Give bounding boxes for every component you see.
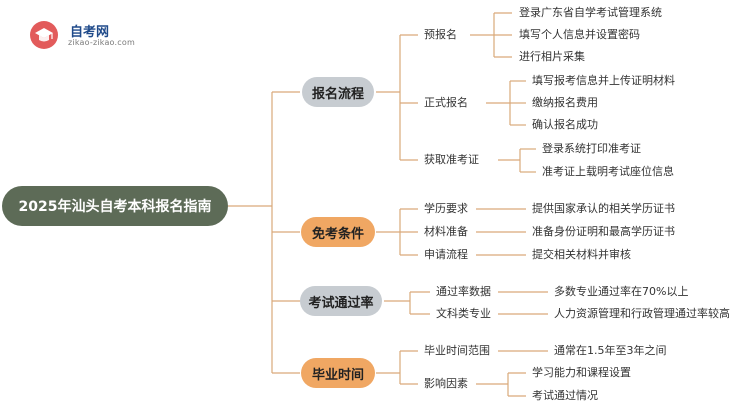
branch-exemption-conditions: 免考条件 xyxy=(301,217,375,247)
leaf-item: 考试通过情况 xyxy=(532,389,598,402)
leaf-item: 缴纳报名费用 xyxy=(532,96,598,109)
leaf-item: 进行相片采集 xyxy=(519,50,585,63)
subnode-influencing-factors: 影响因素 xyxy=(424,377,468,390)
site-logo[interactable]: 自考网 zikao-zikao.com xyxy=(30,18,150,52)
leaf-item: 多数专业通过率在70%以上 xyxy=(554,285,689,298)
branch-pass-rate: 考试通过率 xyxy=(300,286,382,316)
leaf-item: 准备身份证明和最高学历证书 xyxy=(532,225,675,238)
leaf-item: 填写个人信息并设置密码 xyxy=(519,28,640,41)
subnode-pre-registration: 预报名 xyxy=(424,28,457,41)
leaf-item: 登录系统打印准考证 xyxy=(542,142,641,155)
subnode-material-preparation: 材料准备 xyxy=(424,225,468,238)
leaf-item: 学习能力和课程设置 xyxy=(532,366,631,379)
subnode-admission-ticket: 获取准考证 xyxy=(424,153,479,166)
logo-subtitle: zikao-zikao.com xyxy=(68,38,135,47)
root-node: 2025年汕头自考本科报名指南 xyxy=(2,186,228,226)
subnode-application-process: 申请流程 xyxy=(424,248,468,261)
leaf-item: 通常在1.5年至3年之间 xyxy=(554,344,667,357)
leaf-item: 登录广东省自学考试管理系统 xyxy=(519,6,662,19)
subnode-formal-registration: 正式报名 xyxy=(424,96,468,109)
leaf-item: 准考证上载明考试座位信息 xyxy=(542,165,674,178)
leaf-item: 确认报名成功 xyxy=(532,118,598,131)
subnode-education-requirement: 学历要求 xyxy=(424,202,468,215)
branch-graduation-time: 毕业时间 xyxy=(301,358,375,388)
leaf-item: 提交相关材料并审核 xyxy=(532,248,631,261)
leaf-item: 人力资源管理和行政管理通过率较高 xyxy=(554,307,730,320)
subnode-liberal-arts: 文科类专业 xyxy=(436,307,491,320)
leaf-item: 提供国家承认的相关学历证书 xyxy=(532,202,675,215)
branch-registration-process: 报名流程 xyxy=(302,77,374,107)
logo-title: 自考网 xyxy=(70,25,110,40)
subnode-pass-rate-data: 通过率数据 xyxy=(436,285,491,298)
graduation-cap-icon xyxy=(30,21,58,49)
subnode-graduation-range: 毕业时间范围 xyxy=(424,344,490,357)
leaf-item: 填写报考信息并上传证明材料 xyxy=(532,74,675,87)
